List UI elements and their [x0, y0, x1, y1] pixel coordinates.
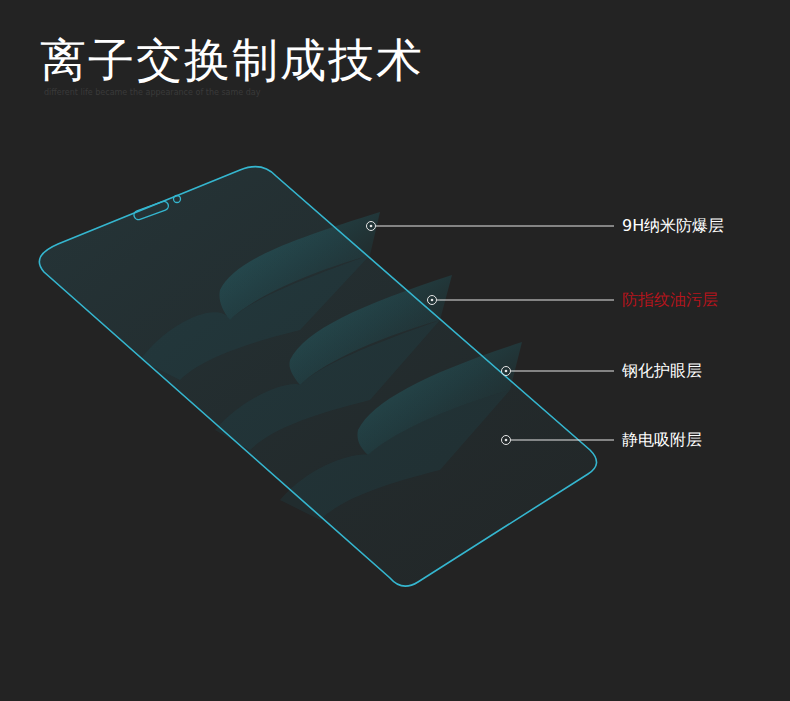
- page-title: 离子交换制成技术: [40, 30, 424, 90]
- speaker-slot: [133, 200, 170, 221]
- layer-label: 防指纹油污层: [622, 290, 718, 310]
- layer-label: 9H纳米防爆层: [622, 216, 724, 236]
- layer-label: 钢化护眼层: [622, 361, 702, 381]
- subtitle-text: different life became the appearance of …: [44, 88, 260, 98]
- phone-glass-outline: [39, 167, 596, 587]
- layer-label: 静电吸附层: [622, 430, 702, 450]
- camera-hole: [174, 196, 181, 203]
- leader-lines: [367, 222, 615, 445]
- leader-dots: [370, 225, 508, 442]
